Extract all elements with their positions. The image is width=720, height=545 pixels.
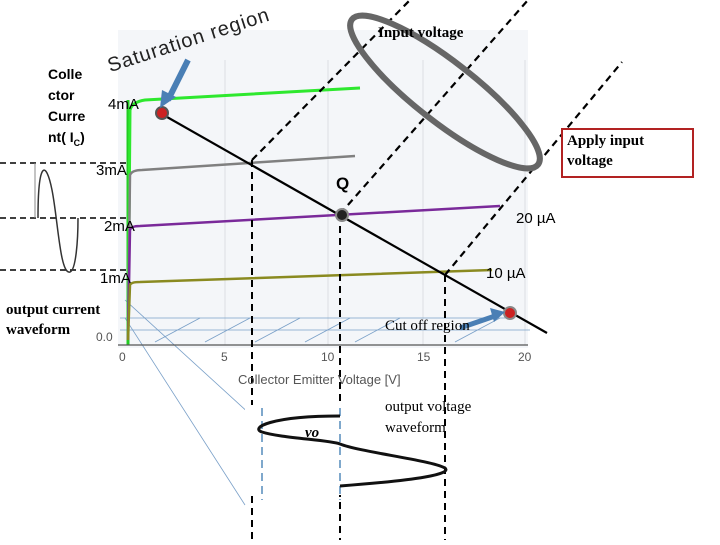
- output-current-sine: [37, 169, 79, 273]
- x-tick-label: 15: [417, 350, 431, 364]
- output-current-waveform-label: output current waveform: [6, 302, 101, 338]
- x-tick-label: 0: [119, 350, 126, 364]
- base-current-20ua: 20 µA: [516, 210, 556, 227]
- base-current-10ua: 10 µA: [486, 265, 526, 282]
- current-label-1ma: 1mA: [100, 270, 131, 287]
- x-tick-label: 20: [518, 350, 532, 364]
- current-projection-lines: [0, 162, 128, 271]
- x-axis-title: Collector Emitter Voltage [V]: [238, 372, 401, 387]
- output-voltage-waveform: [245, 405, 448, 500]
- curve-4ma: [126, 86, 361, 341]
- vo-label: vo: [305, 425, 320, 441]
- q-point-label: Q: [336, 174, 350, 193]
- cutoff-point-marker: [503, 306, 517, 320]
- x-tick-label: 10: [321, 350, 335, 364]
- gridlines: [224, 60, 526, 345]
- output-voltage-waveform-label: output voltage waveform: [385, 399, 472, 436]
- apply-input-voltage-box: [561, 128, 694, 178]
- cutoff-region-label: Cut off region: [385, 318, 470, 334]
- y-tick-label: 0.0: [96, 330, 113, 344]
- x-tick-label: 5: [221, 350, 228, 364]
- input-voltage-waveform: [347, 12, 543, 172]
- current-label-2ma: 2mA: [104, 218, 135, 235]
- arrow-icon: [459, 308, 505, 331]
- saturation-point-marker: [155, 106, 169, 120]
- current-label-3ma: 3mA: [96, 162, 127, 179]
- plot-area: [118, 30, 528, 348]
- curve-1ma: [126, 268, 493, 341]
- current-label-4ma: 4mA: [108, 96, 139, 113]
- curve-3ma: [126, 154, 356, 341]
- collector-current-label: Colle ctor Curre nt( IC): [48, 66, 86, 148]
- curve-2ma: [126, 204, 501, 341]
- q-point-marker: [335, 208, 349, 222]
- arrow-icon: [160, 58, 191, 108]
- apply-input-voltage-label: Apply input voltage: [567, 133, 645, 169]
- load-line: [159, 112, 548, 334]
- input-voltage-label: Input voltage: [378, 25, 464, 41]
